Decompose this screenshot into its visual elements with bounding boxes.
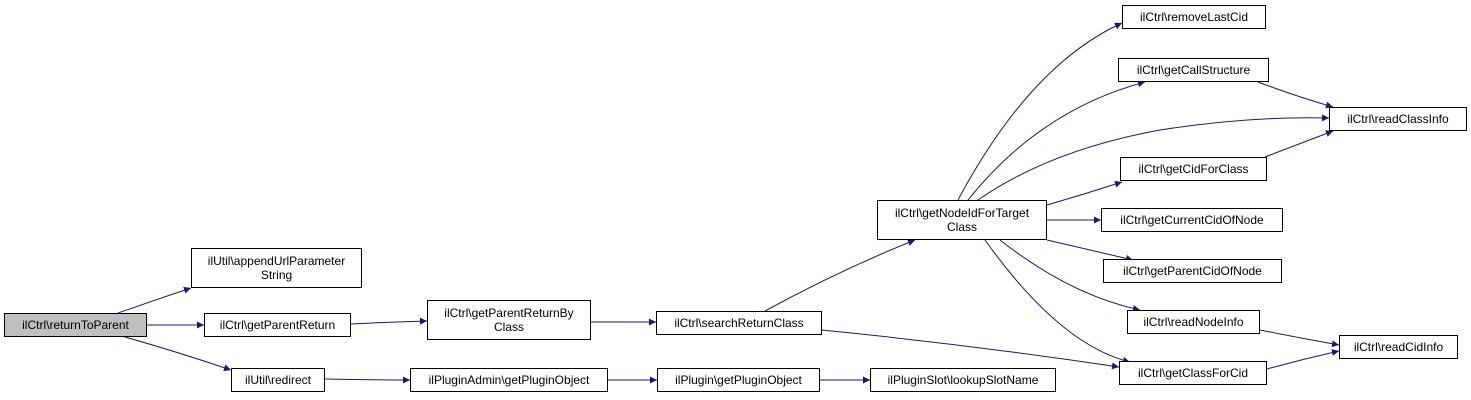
node-ilctrl-remove-last-cid[interactable]: ilCtrl\removeLastCid bbox=[1122, 5, 1266, 29]
node-ilctrl-get-class-for-cid[interactable]: ilCtrl\getClassForCid bbox=[1119, 361, 1267, 385]
node-ilctrl-read-class-info[interactable]: ilCtrl\readClassInfo bbox=[1329, 107, 1467, 131]
edge-searchReturnClass-to-getNodeIdForTargetClass bbox=[764, 239, 916, 312]
edge-getNodeIdForTargetClass-to-removeLastCid bbox=[957, 22, 1123, 201]
node-ilctrl-get-parent-return[interactable]: ilCtrl\getParentReturn bbox=[204, 313, 351, 337]
node-ilctrl-read-cid-info[interactable]: ilCtrl\readCidInfo bbox=[1339, 335, 1458, 359]
node-ilplugin-get-plugin-object[interactable]: ilPlugin\getPluginObject bbox=[657, 368, 820, 392]
node-ilctrl-get-node-id-for-target-class[interactable]: ilCtrl\getNodeIdForTarget Class bbox=[877, 200, 1047, 240]
edge-getCidForClass-to-readClassInfo bbox=[1264, 130, 1334, 158]
edge-readNodeInfo-to-readCidInfo bbox=[1259, 329, 1340, 348]
node-ilctrl-get-cid-for-class[interactable]: ilCtrl\getCidForClass bbox=[1120, 157, 1267, 181]
node-ilctrl-get-parent-return-by-class[interactable]: ilCtrl\getParentReturnBy Class bbox=[427, 300, 591, 340]
node-ilpluginadmin-get-plugin-object[interactable]: ilPluginAdmin\getPluginObject bbox=[410, 368, 608, 392]
node-ilctrl-get-current-cid-of-node[interactable]: ilCtrl\getCurrentCidOfNode bbox=[1101, 208, 1283, 232]
node-ilctrl-get-call-structure[interactable]: ilCtrl\getCallStructure bbox=[1118, 58, 1269, 82]
edge-getNodeIdForTargetClass-to-getCallStructure bbox=[967, 80, 1146, 201]
node-ilctrl-get-parent-cid-of-node[interactable]: ilCtrl\getParentCidOfNode bbox=[1103, 259, 1282, 283]
node-ilctrl-read-node-info[interactable]: ilCtrl\readNodeInfo bbox=[1127, 310, 1260, 334]
node-ilpluginslot-lookup-slot-name[interactable]: ilPluginSlot\lookupSlotName bbox=[870, 368, 1056, 392]
edge-getNodeIdForTargetClass-to-readClassInfo bbox=[977, 114, 1330, 201]
edge-getNodeIdForTargetClass-to-readNodeInfo bbox=[999, 239, 1141, 312]
edge-getNodeIdForTargetClass-to-getCidForClass bbox=[1046, 180, 1123, 206]
edge-getNodeIdForTargetClass-to-getParentCidOfNode bbox=[1046, 239, 1134, 262]
node-ilutil-append-url-parameter-string[interactable]: ilUtil\appendUrlParameter String bbox=[191, 248, 362, 288]
edge-getParentReturn-to-getParentReturnByClass bbox=[350, 317, 428, 325]
edge-getNodeIdForTargetClass-to-getClassForCid bbox=[984, 239, 1131, 364]
node-ilctrl-search-return-class[interactable]: ilCtrl\searchReturnClass bbox=[656, 311, 822, 335]
edge-getCallStructure-to-readClassInfo bbox=[1257, 81, 1334, 109]
edge-returnToParent-to-appendUrlParameterString bbox=[117, 286, 192, 314]
edge-redirect-to-adminGetPluginObject bbox=[324, 376, 411, 384]
node-ilutil-redirect[interactable]: ilUtil\redirect bbox=[231, 368, 325, 392]
edge-searchReturnClass-to-getClassForCid bbox=[821, 329, 1120, 370]
edge-returnToParent-to-redirect bbox=[124, 336, 232, 372]
edge-getClassForCid-to-readCidInfo bbox=[1266, 349, 1340, 370]
node-ilctrl-return-to-parent: ilCtrl\returnToParent bbox=[4, 313, 147, 337]
